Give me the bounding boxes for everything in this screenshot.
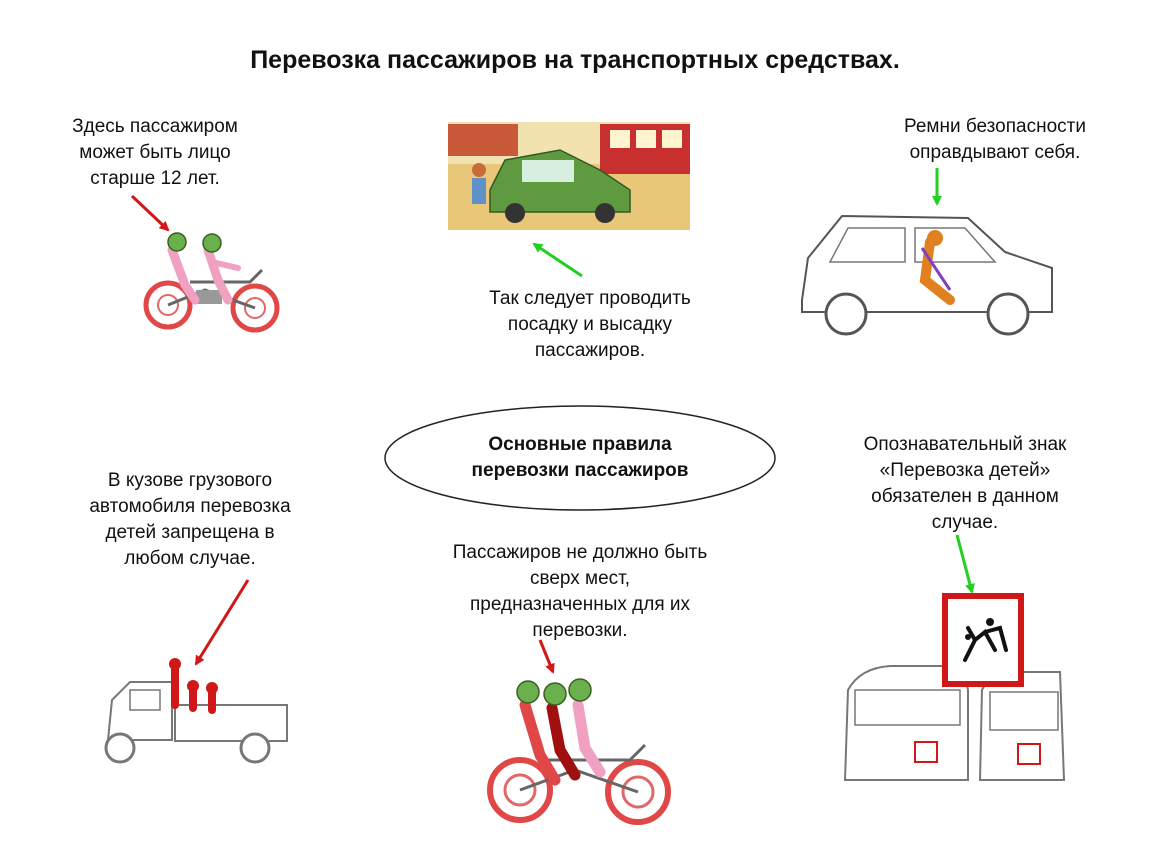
caption-moto-age: Здесь пассажиром может быть лицо старше … (72, 116, 238, 189)
red-arrow-moto-age (130, 194, 170, 232)
motorcycle-two-riders-illustration (143, 232, 280, 333)
motorcycle-overloaded-illustration (487, 678, 671, 825)
boarding-street-scene-illustration (448, 122, 690, 230)
truck-with-children-illustration (104, 658, 288, 764)
green-arrow-boarding (532, 242, 583, 278)
center-rule-label: Основные правила перевозки пассажиров (471, 434, 689, 481)
center-ellipse (384, 405, 776, 511)
red-arrow-truck (194, 579, 250, 666)
caption-seats: Пассажиров не должно быть сверх мест, пр… (452, 542, 708, 641)
buses-with-children-sign-illustration (843, 593, 1066, 781)
red-arrow-seats (538, 639, 555, 674)
car-with-seatbelt-illustration (801, 214, 1053, 336)
caption-truck: В кузове грузового автомобиля перевозка … (89, 470, 291, 569)
page-title: Перевозка пассажиров на транспортных сре… (250, 46, 900, 74)
children-sign-icon (942, 593, 1024, 687)
caption-sign: Опознавательный знак «Перевозка детей» о… (863, 434, 1067, 533)
caption-boarding: Так следует проводить посадку и высадку … (489, 288, 691, 361)
caption-seatbelts: Ремни безопасности оправдывают себя. (904, 116, 1086, 163)
green-arrow-sign (955, 534, 975, 594)
